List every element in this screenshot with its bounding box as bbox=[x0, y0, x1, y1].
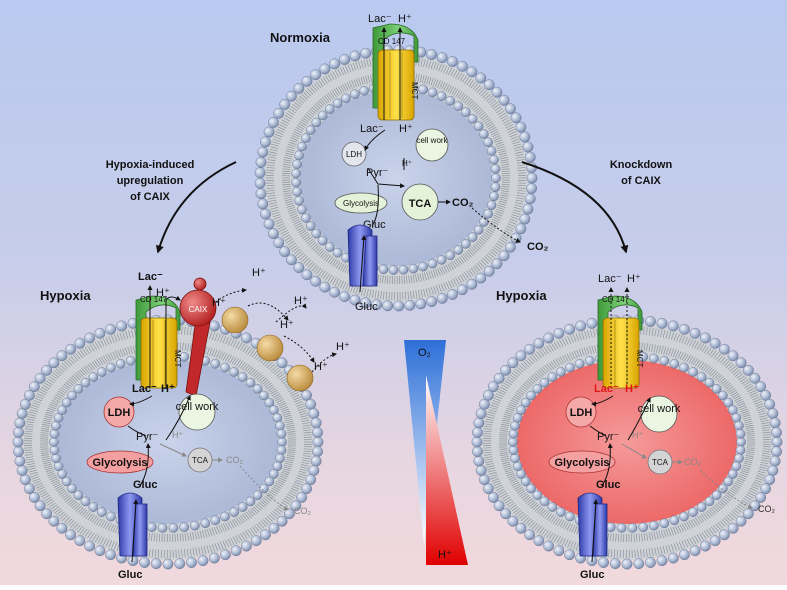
h-gradient-label: H⁺ bbox=[438, 549, 452, 561]
cell-membranes bbox=[13, 45, 782, 569]
h-in: H⁺ bbox=[625, 383, 639, 395]
svg-text:cell work: cell work bbox=[176, 401, 219, 413]
cell-work-circle bbox=[416, 129, 448, 161]
svg-text:of CAIX: of CAIX bbox=[621, 175, 661, 187]
cd147-label: CD 147 bbox=[602, 295, 630, 304]
mct-transporter bbox=[141, 318, 177, 388]
svg-text:of CAIX: of CAIX bbox=[130, 191, 170, 203]
h-faint: H⁺ bbox=[632, 430, 643, 440]
lac-in: Lac⁻ bbox=[594, 383, 619, 395]
svg-text:Knockdown: Knockdown bbox=[610, 159, 673, 171]
h-out-2: H⁺ bbox=[212, 297, 226, 309]
svg-text:LDH: LDH bbox=[108, 407, 131, 419]
label-hypoxia-left: Hypoxia bbox=[40, 288, 91, 303]
buffer-bead bbox=[222, 307, 248, 333]
gluc-in: Gluc bbox=[133, 479, 157, 491]
svg-text:LDH: LDH bbox=[570, 407, 593, 419]
co2-in: CO₂ bbox=[684, 457, 702, 467]
h-out-3: H⁺ bbox=[252, 267, 266, 279]
svg-text:CAIX: CAIX bbox=[189, 305, 208, 314]
label-hypoxia-right: Hypoxia bbox=[496, 288, 547, 303]
svg-text:Glycolysis: Glycolysis bbox=[92, 457, 147, 469]
svg-text:TCA: TCA bbox=[192, 456, 209, 465]
h-out: H⁺ bbox=[627, 273, 641, 285]
mct-transporter bbox=[378, 50, 414, 120]
gluc-out: Gluc bbox=[355, 301, 378, 313]
lac-out: Lac⁻ bbox=[138, 271, 163, 283]
svg-text:Glycolysis: Glycolysis bbox=[554, 457, 609, 469]
h-out-1: H⁺ bbox=[156, 287, 170, 299]
h-out-5: H⁺ bbox=[280, 319, 294, 331]
h-in: H⁺ bbox=[161, 383, 175, 395]
svg-text:H⁺: H⁺ bbox=[336, 341, 350, 353]
cd147-label: CD 147 bbox=[378, 37, 406, 46]
mct-transporter bbox=[603, 318, 639, 388]
mct-label: MCT bbox=[173, 350, 182, 367]
co2-out: CO₂ bbox=[758, 504, 776, 514]
h-out-4: H⁺ bbox=[294, 295, 308, 307]
gluc-in: Gluc bbox=[596, 479, 620, 491]
pyr: Pyr⁻ bbox=[366, 167, 389, 179]
svg-text:cell work: cell work bbox=[416, 136, 448, 145]
svg-text:Glycolysis: Glycolysis bbox=[343, 199, 379, 208]
h-in: H⁺ bbox=[399, 123, 413, 135]
svg-text:Hypoxia-induced: Hypoxia-induced bbox=[106, 159, 195, 171]
buffer-bead bbox=[287, 365, 313, 391]
label-normoxia: Normoxia bbox=[270, 30, 331, 45]
svg-text:cell work: cell work bbox=[638, 403, 681, 415]
gluc-out: Gluc bbox=[580, 569, 604, 581]
co2-in: CO₂ bbox=[226, 455, 244, 465]
transition-right: Knockdown of CAIX bbox=[522, 159, 672, 252]
svg-text:TCA: TCA bbox=[652, 458, 669, 467]
h-out: H⁺ bbox=[398, 13, 412, 25]
svg-text:LDH: LDH bbox=[346, 150, 362, 159]
lac-out: Lac⁻ bbox=[598, 273, 622, 285]
h-faint: H⁺ bbox=[172, 430, 183, 440]
co2-out: CO₂ bbox=[527, 241, 549, 253]
lac-out: Lac⁻ bbox=[368, 13, 392, 25]
svg-text:TCA: TCA bbox=[409, 198, 432, 210]
mct-label: MCT bbox=[635, 350, 644, 367]
co2-out: CO₂ bbox=[294, 506, 312, 516]
o2-label: O₂ bbox=[418, 347, 431, 359]
lac-in: Lac⁻ bbox=[132, 383, 157, 395]
o2-h-gradient: O₂ H⁺ bbox=[404, 340, 468, 565]
h-wedge bbox=[426, 375, 468, 565]
transition-left: Hypoxia-induced upregulation of CAIX bbox=[106, 159, 236, 252]
gluc-out: Gluc bbox=[118, 569, 142, 581]
mct-label: MCT bbox=[410, 82, 419, 99]
svg-text:upregulation: upregulation bbox=[117, 175, 184, 187]
buffer-bead bbox=[257, 335, 283, 361]
co2-in: CO₂ bbox=[452, 197, 474, 209]
